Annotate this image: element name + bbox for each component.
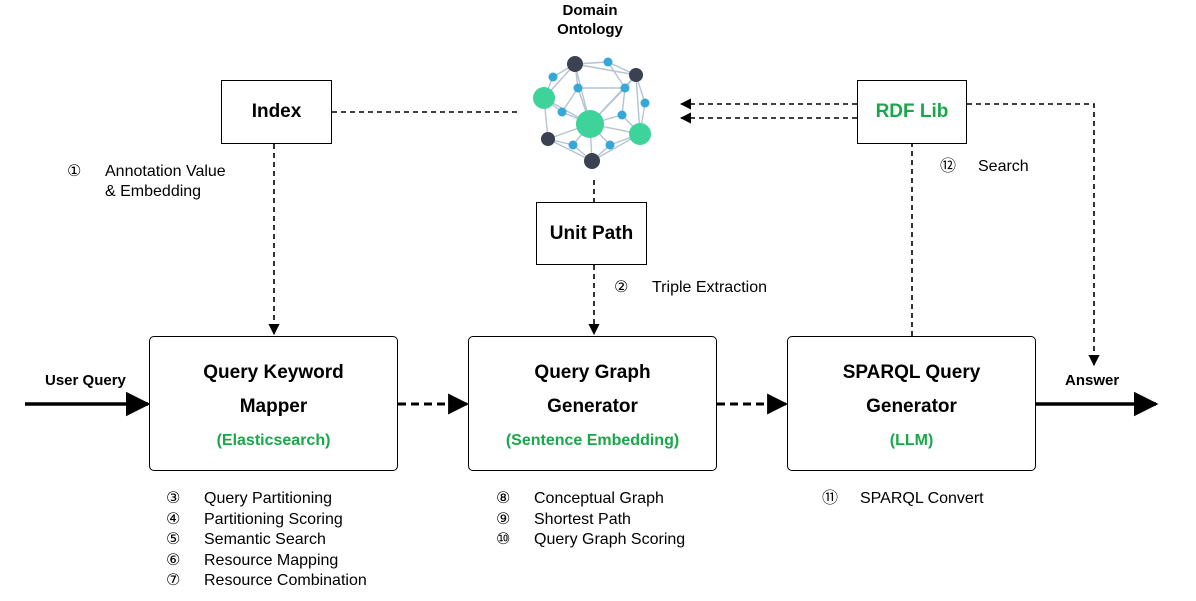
mapper-step: ⑤ Semantic Search [166,530,367,551]
step-number: ③ [166,490,181,507]
step-text: Conceptual Graph [534,490,664,507]
step-number: ⑩ [496,531,511,548]
step-number: ⑧ [496,490,511,507]
graph-step: ⑨ Shortest Path [496,510,685,531]
graph-step: ⑧ Conceptual Graph [496,489,685,510]
query-keyword-mapper-box: Query Keyword Mapper (Elasticsearch) [149,336,398,471]
mapper-title-line2: Mapper [239,395,308,417]
sparql-title-line1: SPARQL Query [842,361,981,383]
sparql-steps-list: ⑪ SPARQL Convert [822,489,984,510]
mapper-step: ⑥ Resource Mapping [166,551,367,572]
ontology-network-icon [533,56,651,169]
step-number: ④ [166,510,181,528]
step-text: Partitioning Scoring [204,510,343,528]
step-number: ⑦ [166,572,181,589]
step-number: ⑥ [166,551,181,569]
step-text: Query Graph Scoring [534,531,686,548]
rdf-lib-box: RDF Lib [857,80,967,144]
step-text: SPARQL Convert [860,490,984,507]
graph-title-line2: Generator [547,395,638,417]
sparql-step: ⑪ SPARQL Convert [822,489,984,510]
graph-subtitle: (Sentence Embedding) [505,431,680,449]
ontology-title: Domain Ontology [540,1,640,39]
step-number: ⑤ [166,531,181,548]
ontology-title-line2: Ontology [557,21,623,38]
search-note: ⑫ Search [940,157,1060,177]
mapper-step: ④ Partitioning Scoring [166,510,367,531]
step-text: Shortest Path [534,510,631,528]
annotation-line1: Annotation Value [105,163,226,180]
step-text: Semantic Search [204,531,326,548]
ontology-title-line1: Domain [562,2,618,19]
step-text: Query Partitioning [204,490,333,507]
graph-steps-list: ⑧ Conceptual Graph ⑨ Shortest Path ⑩ Query … [496,489,685,551]
rdf-to-answer-arrow [967,103,1100,367]
query-graph-generator-box: Query Graph Generator (Sentence Embeddin… [468,336,717,471]
mapper-steps-list: ③ Query Partitioning ④ Partitioning Scorin… [166,489,367,592]
step-text: Resource Combination [204,572,367,589]
sparql-subtitle: (LLM) [889,431,934,449]
step-text: Resource Mapping [204,551,339,569]
index-box: Index [221,80,332,144]
answer-label: Answer [1065,372,1120,389]
unit-path-label: Unit Path [549,222,634,244]
annotation-note: ① Annotation Value & Embedding [67,162,267,204]
triple-text: Triple Extraction [652,279,767,296]
search-text: Search [978,158,1029,175]
search-number: ⑫ [940,158,957,175]
step-number: ⑨ [496,510,511,528]
sparql-query-generator-box: SPARQL Query Generator (LLM) [787,336,1036,471]
triple-note: ② Triple Extraction [614,278,814,298]
mapper-title-line1: Query Keyword [203,361,344,383]
unit-path-box: Unit Path [536,202,647,265]
annotation-line2: & Embedding [105,183,202,200]
graph-title-line1: Query Graph [534,361,651,383]
index-label: Index [251,101,302,122]
mapper-step: ⑦ Resource Combination [166,571,367,592]
user-query-label: User Query [45,372,126,389]
graph-step: ⑩ Query Graph Scoring [496,530,685,551]
mapper-step: ③ Query Partitioning [166,489,367,510]
annotation-number: ① [67,163,82,180]
step-number: ⑪ [822,490,839,507]
sparql-title-line2: Generator [866,395,957,417]
triple-number: ② [614,279,629,296]
rdf-lib-label: RDF Lib [875,101,949,122]
mapper-subtitle: (Elasticsearch) [216,431,331,449]
